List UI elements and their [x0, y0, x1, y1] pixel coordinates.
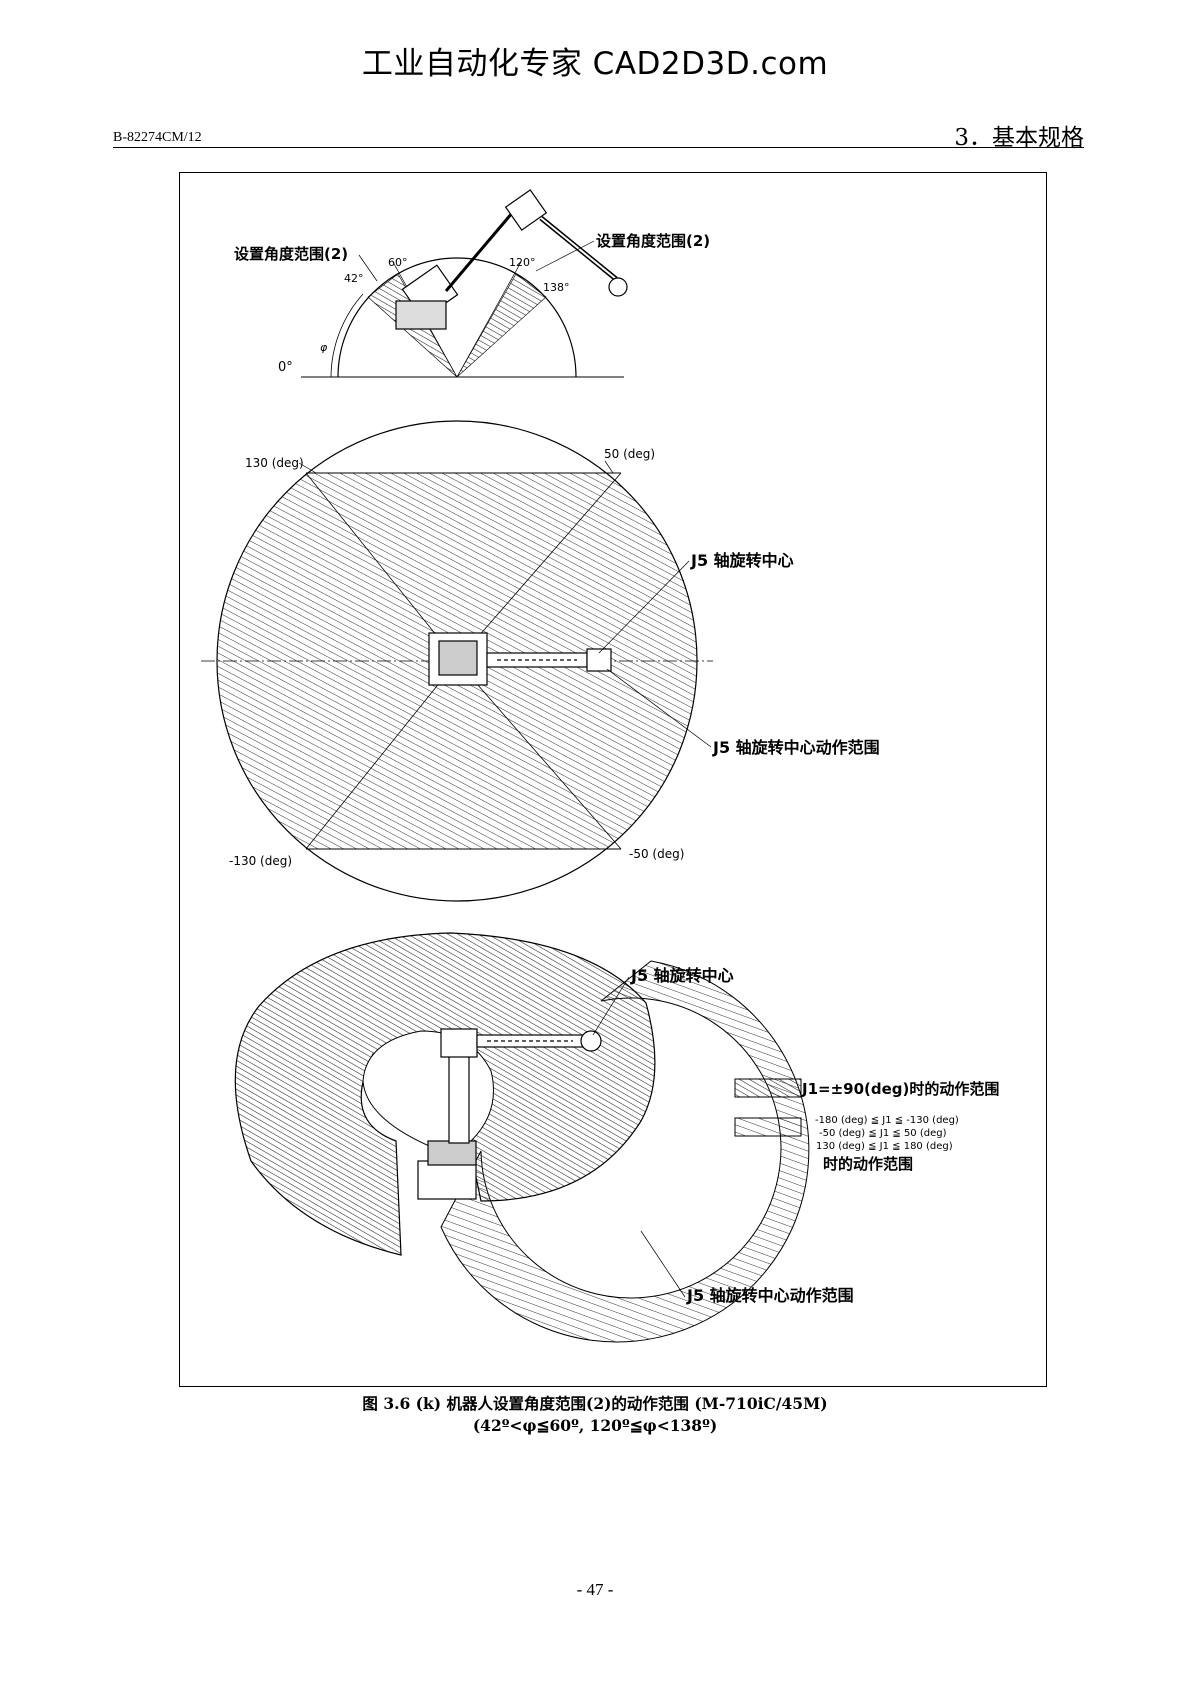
figure-drawing: 设置角度范围(2) 设置角度范围(2) 42° 60° 120° 138° 0°…: [201, 189, 999, 1343]
reach-semicircle: [337, 257, 577, 378]
phi-arc: [330, 293, 364, 378]
legend-sparse-swatch: [734, 1117, 802, 1137]
ray-120: [456, 261, 522, 378]
deg-m130-label: -130 (deg): [229, 854, 292, 868]
label-right-leader: [535, 240, 595, 272]
ray-50: [456, 472, 622, 662]
figure-frame: 设置角度范围(2) 设置角度范围(2) 42° 60° 120° 138° 0°…: [179, 172, 1047, 1387]
legend-item2-line3: 130 (deg) ≦ J1 ≦ 180 (deg): [816, 1141, 953, 1152]
middle-figure: 130 (deg) 50 (deg) -130 (deg) -50 (deg) …: [201, 420, 880, 902]
ray-m50: [456, 660, 622, 850]
legend-item2-line2: -50 (deg) ≦ J1 ≦ 50 (deg): [819, 1128, 947, 1139]
deg-50-label: 50 (deg): [604, 447, 655, 461]
j5-range-label: J5 轴旋转中心动作范围: [712, 738, 880, 757]
deg-130-label: 130 (deg): [245, 456, 304, 470]
legend: J1=±90(deg)时的动作范围 -180 (deg) ≦ J1 ≦ -130…: [734, 1078, 999, 1173]
angle-0-label: 0°: [278, 360, 293, 375]
phi-label: φ: [320, 341, 328, 354]
top-figure: 设置角度范围(2) 设置角度范围(2) 42° 60° 120° 138° 0°…: [234, 189, 710, 378]
robot-top-silhouette: [395, 189, 628, 330]
legend-item2-line4: 时的动作范围: [823, 1155, 913, 1173]
angle-138-label: 138°: [543, 281, 570, 294]
label-left-leader: [358, 254, 378, 282]
legend-item2-line1: -180 (deg) ≦ J1 ≦ -130 (deg): [815, 1115, 959, 1126]
ray-m130: [305, 660, 458, 850]
legend-item1-text: J1=±90(deg)时的动作范围: [801, 1080, 999, 1098]
label-right-range: 设置角度范围(2): [596, 232, 710, 250]
legend-dense-swatch: [734, 1078, 802, 1098]
document-code: B-82274CM/12: [113, 130, 202, 145]
angle-120-label: 120°: [509, 256, 536, 269]
angle-60-label: 60°: [388, 256, 408, 269]
sector-right-120-138: [456, 273, 547, 378]
watermark-text: 工业自动化专家 CAD2D3D.com: [361, 46, 829, 82]
ray-130: [305, 472, 458, 662]
bottom-figure: J5 轴旋转中心 J5 轴旋转中心动作范围 J1=±90(deg)时的动作范围 …: [234, 932, 999, 1343]
figure-caption: 图 3.6 (k) 机器人设置角度范围(2)的动作范围 (M-710iC/45M…: [362, 1394, 828, 1413]
robot-plan-silhouette: [428, 632, 612, 686]
label-left-range: 设置角度范围(2): [234, 245, 348, 263]
bottom-j5-range-label: J5 轴旋转中心动作范围: [686, 1286, 854, 1305]
figure-caption-range: (42º<φ≦60º, 120º≦φ<138º): [472, 1416, 718, 1435]
robot-side-silhouette: [417, 1028, 602, 1200]
header-rule: [113, 147, 1084, 148]
deg-m50-label: -50 (deg): [629, 847, 684, 861]
page-number: - 47 -: [576, 1580, 614, 1599]
angle-42-label: 42°: [344, 272, 364, 285]
section-title: 3．基本规格: [954, 125, 1084, 151]
bottom-j5-center-label: J5 轴旋转中心: [630, 966, 734, 985]
j5-center-label: J5 轴旋转中心: [690, 551, 794, 570]
